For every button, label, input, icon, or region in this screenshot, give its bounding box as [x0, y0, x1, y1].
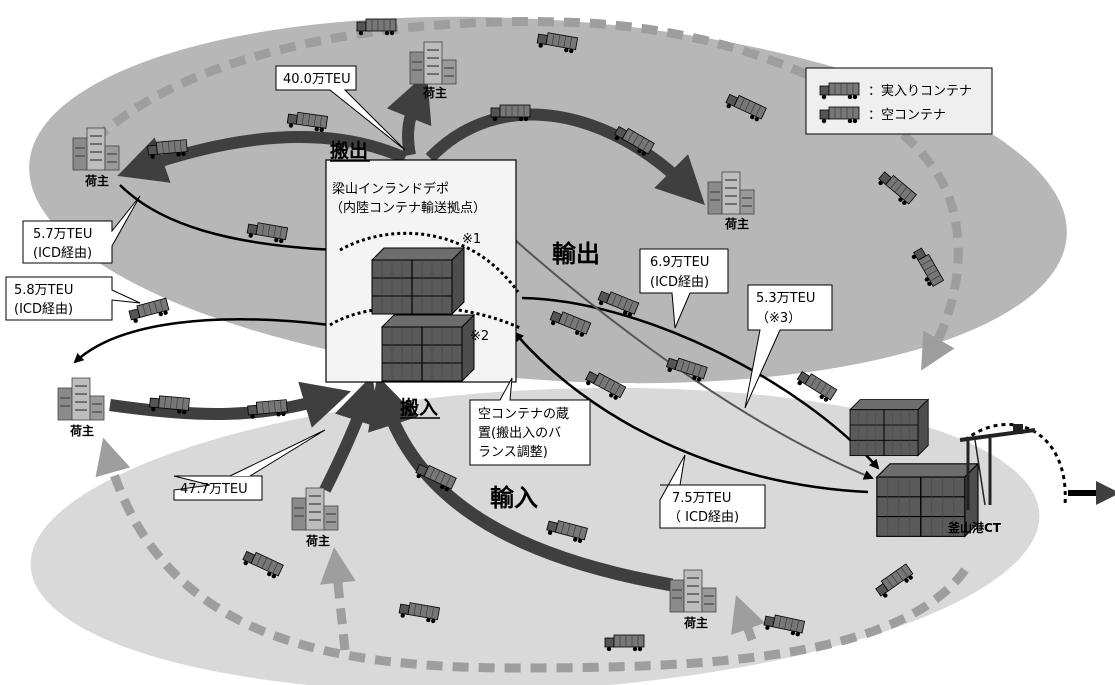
empty-branch-right [731, 595, 766, 642]
callout-40 [275, 65, 406, 151]
carry-out-label: 搬出 [330, 139, 368, 162]
callout-57-line2: (ICD経由) [33, 246, 92, 261]
legend-loaded-label: ：実入りコンテナ [868, 83, 972, 99]
callout-69-line2: (ICD経由) [650, 275, 709, 290]
legend-empty-label: ：空コンテナ [868, 108, 946, 123]
callout-empty-line3: ランス調整) [478, 445, 548, 460]
carry-in-arrow-left [109, 381, 352, 428]
callout-40-text: 40.0万TEU [283, 72, 351, 87]
container-stack-loaded [371, 247, 465, 315]
callout-477-text: 47.7万TEU [180, 482, 248, 497]
truck-icon [794, 368, 838, 404]
shipper-left-bottom-label: 荷主 [69, 423, 94, 438]
icd-arrow-depot-to-shipper [73, 318, 331, 364]
depot-name: 梁山インランドデポ [332, 181, 449, 197]
depot-mark-1: ※1 [462, 232, 481, 247]
callout-75-line1: 7.5万TEU [672, 491, 731, 506]
shipper-left-bottom [57, 377, 105, 421]
export-label: 輸出 [552, 240, 600, 268]
callout-empty-line1: 空コンテナの蔵 [478, 407, 569, 422]
depot-arc-1 [339, 231, 520, 293]
callout-53 [744, 284, 833, 409]
port-container-stack-back [849, 398, 929, 457]
carry-in-label: 搬入 [400, 396, 438, 419]
callout-477 [173, 429, 326, 501]
shipper-right-label: 荷主 [724, 216, 749, 231]
shipper-left-top-label: 荷主 [84, 173, 109, 188]
legend-box [805, 67, 993, 135]
carry-in-arrow-bottom [319, 375, 381, 493]
callout-empty-storage [469, 377, 591, 466]
shipper-top-label: 荷主 [422, 85, 447, 100]
empty-branch-center [319, 547, 356, 651]
callout-69 [639, 248, 729, 329]
depot-mark-2: ※2 [470, 329, 489, 344]
carry-out-arrow-up [386, 72, 432, 157]
port-label: 釜山港CT [947, 520, 1002, 535]
callout-57 [22, 195, 141, 264]
carry-out-arrow-right [425, 108, 705, 205]
shipper-bottom-right-label: 荷主 [683, 615, 708, 630]
import-arrow [368, 375, 674, 592]
container-stack-empty [381, 314, 475, 382]
callout-58 [5, 276, 141, 321]
carry-out-arrow-left [117, 131, 408, 183]
export-zone [29, 16, 1067, 384]
icd-arrow-shipper-to-depot [119, 184, 337, 255]
callout-57-line1: 5.7万TEU [33, 227, 92, 242]
callout-75-line2: （ ICD経由) [668, 510, 739, 525]
callout-empty-line2: 置(搬出入のバ [478, 426, 561, 441]
callout-58-line2: (ICD経由) [14, 302, 73, 317]
import-zone [30, 387, 1040, 685]
callout-69-line1: 6.9万TEU [650, 255, 709, 270]
icd-arrow-depot-to-port [521, 296, 880, 470]
callout-75 [659, 454, 766, 529]
icd-arrow-port-to-depot [513, 331, 869, 494]
callout-53-line1: 5.3万TEU [756, 291, 815, 306]
callout-53-line2: （※3） [756, 311, 801, 326]
port-crane [959, 424, 1036, 510]
shipper-bottom-center-label: 荷主 [305, 533, 330, 548]
callout-58-line1: 5.8万TEU [14, 283, 73, 298]
depot-subtitle: （内陸コンテナ輸送拠点） [330, 200, 486, 216]
import-label: 輸入 [490, 484, 538, 512]
empty-loop-lower [95, 437, 969, 673]
